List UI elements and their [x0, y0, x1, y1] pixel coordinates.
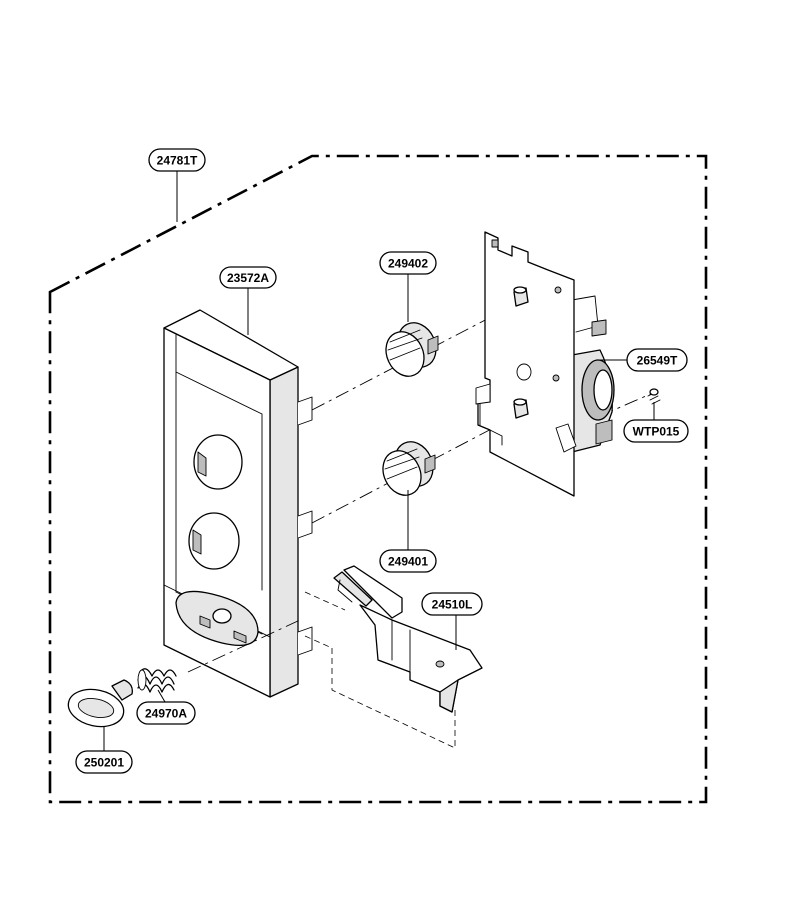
part-number: 249401 [388, 555, 428, 569]
part-number: WTP015 [633, 425, 680, 439]
part-label-249402: 249402 [379, 251, 437, 275]
knob-upper-drawing [385, 322, 439, 377]
part-number: 24510L [432, 598, 473, 612]
assembly-boundary [48, 154, 708, 804]
leader-lines [103, 170, 655, 752]
spring-drawing [137, 668, 177, 693]
part-number: 23572A [227, 271, 269, 285]
timer-drawing [475, 231, 615, 497]
part-number: 26549T [637, 354, 678, 368]
part-number: 249402 [388, 257, 428, 271]
part-label-WTP015: WTP015 [623, 419, 689, 443]
knob-lower-drawing [382, 441, 436, 496]
part-number: 250201 [84, 756, 124, 770]
part-label-23572A: 23572A [219, 266, 277, 289]
part-label-24781T: 24781T [148, 148, 206, 172]
part-label-249401: 249401 [379, 549, 437, 573]
latch-lever-drawing [333, 565, 483, 713]
part-number: 24970A [145, 707, 187, 721]
control-panel-drawing [163, 309, 313, 698]
part-label-24970A: 24970A [136, 701, 196, 725]
part-label-250201: 250201 [75, 750, 133, 774]
screw-drawing [647, 388, 661, 405]
button-drawing [67, 679, 133, 728]
part-label-24510L: 24510L [421, 592, 483, 616]
part-label-26549T: 26549T [626, 348, 688, 372]
part-number: 24781T [157, 154, 198, 168]
